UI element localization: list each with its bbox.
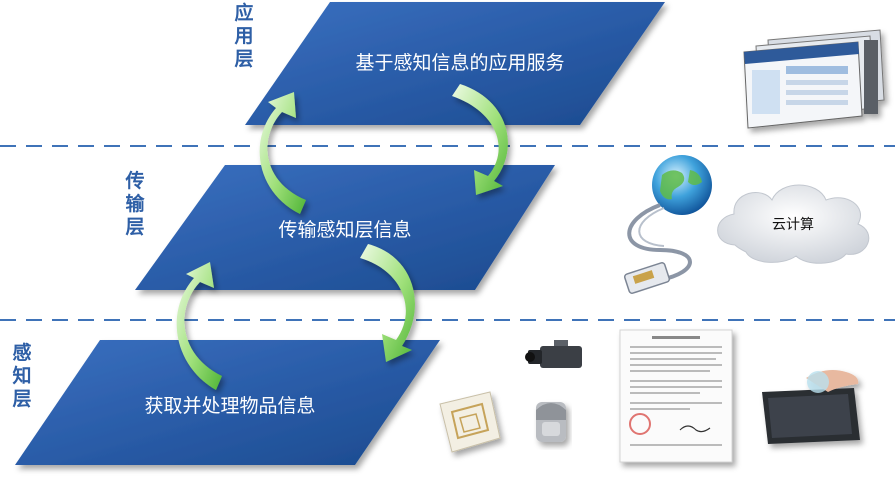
sense-layer-box bbox=[15, 340, 440, 465]
arrow-sense-to-net bbox=[176, 262, 222, 390]
document-icon bbox=[619, 329, 733, 463]
app-layer-text: 基于感知信息的应用服务 bbox=[355, 52, 565, 74]
globe-network-cable-icon bbox=[623, 155, 712, 294]
camera-icon bbox=[525, 340, 582, 368]
rfid-tag-icon bbox=[439, 391, 501, 453]
arrow-app-to-net bbox=[452, 84, 508, 195]
arrow-net-to-app bbox=[259, 92, 306, 214]
motion-sensor-icon bbox=[536, 402, 566, 442]
web-portal-screens-icon bbox=[743, 29, 885, 129]
touch-card-reader-icon bbox=[762, 370, 860, 444]
cloud-label: 云计算 bbox=[772, 217, 814, 233]
app-layer-label: 应用层 bbox=[234, 2, 254, 70]
cloud-icon bbox=[717, 184, 870, 264]
net-layer-box bbox=[135, 165, 555, 290]
net-layer-text: 传输感知层信息 bbox=[278, 219, 412, 241]
net-layer-label: 传输层 bbox=[125, 170, 145, 238]
arrow-net-to-sense bbox=[360, 244, 415, 362]
sense-layer-label: 感知层 bbox=[12, 342, 32, 410]
app-layer-box bbox=[245, 2, 665, 125]
sense-layer-text: 获取并处理物品信息 bbox=[144, 395, 316, 417]
